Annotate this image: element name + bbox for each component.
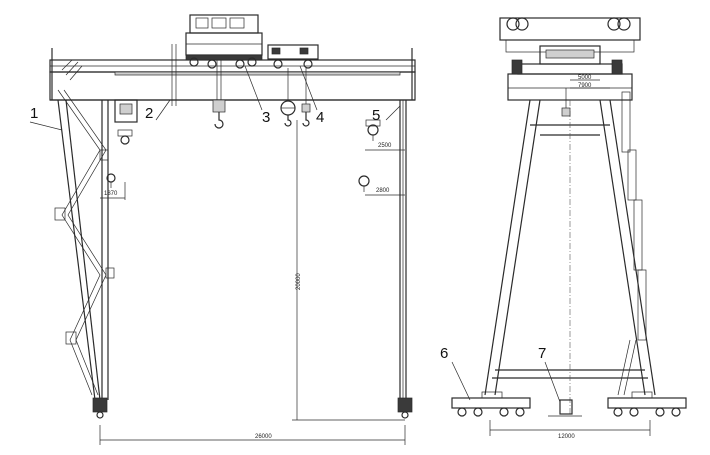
left-leg [54,59,138,401]
main-hook [212,60,226,129]
callout-6: 6 [440,345,448,362]
callout-5: 5 [372,107,380,124]
side-callout-leaders [451,361,561,403]
front-dimensions [99,120,406,445]
side-dimensions [489,79,651,436]
main-trolley [185,14,263,69]
side-elevation-view: 5000 7900 12000 6 7 [440,17,687,440]
callout-2: 2 [145,105,153,122]
side-a-frame-legs [484,88,656,415]
side-bogies [451,391,687,417]
side-trolley [499,17,641,65]
dim-2800: 2800 [376,188,390,194]
side-ladder [617,91,647,396]
dim-5000: 5000 [578,75,592,81]
callout-7: 7 [538,345,546,362]
callout-3: 3 [262,109,270,126]
front-bogies [92,397,413,419]
aux-hook [280,68,311,127]
dim-1870: 1870 [104,191,118,197]
left-hoist-lower [106,129,133,188]
callout-4: 4 [316,109,324,126]
main-girder [49,44,416,106]
auxiliary-trolley [267,44,319,69]
dim-12000: 12000 [558,434,575,440]
dim-2500: 2500 [378,143,392,149]
front-elevation-view: 1870 2500 2800 20000 26000 1 2 3 4 5 [29,14,416,445]
front-callout-leaders [29,65,401,131]
callout-1: 1 [30,105,38,122]
dim-26000: 26000 [255,434,272,440]
dim-20000: 20000 [296,273,302,290]
dim-7900: 7900 [578,83,592,89]
